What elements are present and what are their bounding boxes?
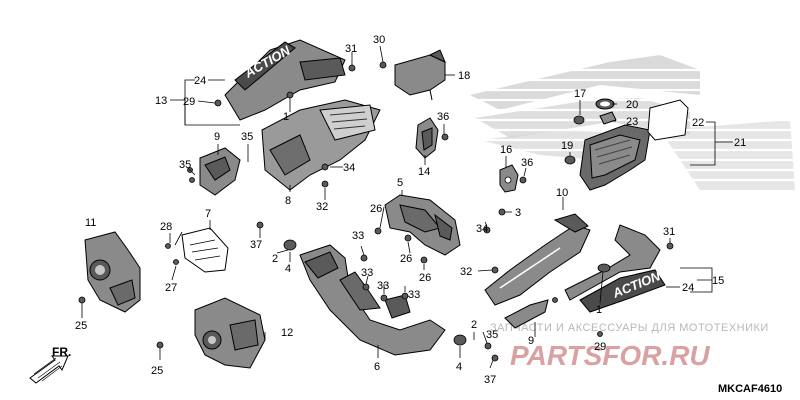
lower-panel-10	[484, 213, 591, 306]
callout-37: 37	[250, 239, 262, 251]
center-panel-5	[384, 194, 461, 256]
callout-23: 23	[626, 116, 638, 128]
callout-2: 2	[272, 253, 278, 265]
grommet-20	[595, 98, 615, 110]
front-label: FR.	[52, 345, 71, 359]
callout-36: 36	[437, 111, 449, 123]
callout-35: 35	[179, 159, 191, 171]
callout-14: 14	[418, 166, 430, 178]
callout-19: 19	[561, 140, 573, 152]
callout-34: 34	[476, 223, 488, 235]
callout-13: 13	[155, 95, 167, 107]
callout-21: 21	[734, 137, 746, 149]
callout-1: 1	[283, 111, 289, 123]
diagram-code: MKCAF4610	[718, 383, 782, 395]
callout-26: 26	[370, 203, 382, 215]
callout-17: 17	[574, 88, 586, 100]
callout-9: 9	[214, 131, 220, 143]
callout-16: 16	[500, 144, 512, 156]
callout-2: 2	[471, 319, 477, 331]
callout-35: 35	[241, 131, 253, 143]
callout-26: 26	[400, 253, 412, 265]
callout-8: 8	[285, 195, 291, 207]
inner-panel-8	[261, 99, 381, 191]
front-direction-arrow: FR.	[29, 345, 71, 384]
callout-33: 33	[408, 289, 420, 301]
callout-4: 4	[285, 263, 291, 275]
callout-29: 29	[183, 96, 195, 108]
meter-cover-21	[579, 124, 651, 191]
callout-31: 31	[663, 226, 675, 238]
callout-11: 11	[85, 217, 96, 229]
callout-10: 10	[556, 187, 568, 199]
callout-25: 25	[151, 365, 163, 377]
callout-9: 9	[528, 335, 534, 347]
callout-35: 35	[486, 329, 498, 341]
callout-33: 33	[352, 230, 364, 242]
front-cover-12	[194, 297, 266, 369]
callout-29: 29	[594, 341, 606, 353]
bracket-14	[415, 117, 439, 159]
callout-24: 24	[194, 75, 206, 87]
watermark-text: ЗАПЧАСТИ И АКСЕССУАРЫ ДЛЯ МОТОТЕХНИКИ	[490, 322, 769, 334]
callout-18: 18	[458, 70, 470, 82]
callout-26: 26	[419, 272, 431, 284]
callout-1: 1	[596, 304, 602, 316]
callout-22: 22	[692, 117, 704, 129]
callout-37: 37	[484, 374, 496, 386]
callout-36: 36	[521, 157, 533, 169]
callout-32: 32	[316, 201, 328, 213]
callout-27: 27	[165, 282, 177, 294]
bracket-7	[181, 227, 229, 273]
callout-3: 3	[515, 207, 521, 219]
callout-32: 32	[460, 266, 472, 278]
callout-33: 33	[361, 267, 373, 279]
callout-24: 24	[682, 282, 694, 294]
callout-numbers: 24 13 29 31 1 30 18 9 35 35 34 8 32 36 1…	[75, 34, 746, 386]
watermark-logo: PARTSFOR.RU	[510, 340, 710, 371]
callout-28: 28	[160, 221, 172, 233]
callout-30: 30	[373, 34, 385, 46]
callout-4: 4	[456, 361, 462, 373]
callout-15: 15	[712, 275, 724, 287]
callout-6: 6	[374, 361, 380, 373]
bracket-18	[394, 49, 446, 101]
small-cover-9	[199, 147, 241, 196]
callout-7: 7	[205, 208, 211, 220]
leader-lines	[81, 45, 733, 369]
callout-34: 34	[343, 162, 355, 174]
under-cowl-6	[299, 244, 446, 356]
callout-31: 31	[345, 43, 357, 55]
front-cover-11	[84, 231, 141, 313]
callout-33: 33	[377, 280, 389, 292]
callout-20: 20	[626, 99, 638, 111]
callout-25: 25	[75, 320, 87, 332]
bracket-16	[499, 164, 519, 193]
callout-12: 12	[281, 327, 293, 339]
callout-5: 5	[397, 177, 403, 189]
lower-cover-9	[504, 299, 549, 329]
fasteners	[78, 61, 674, 362]
lens-22	[647, 99, 689, 141]
